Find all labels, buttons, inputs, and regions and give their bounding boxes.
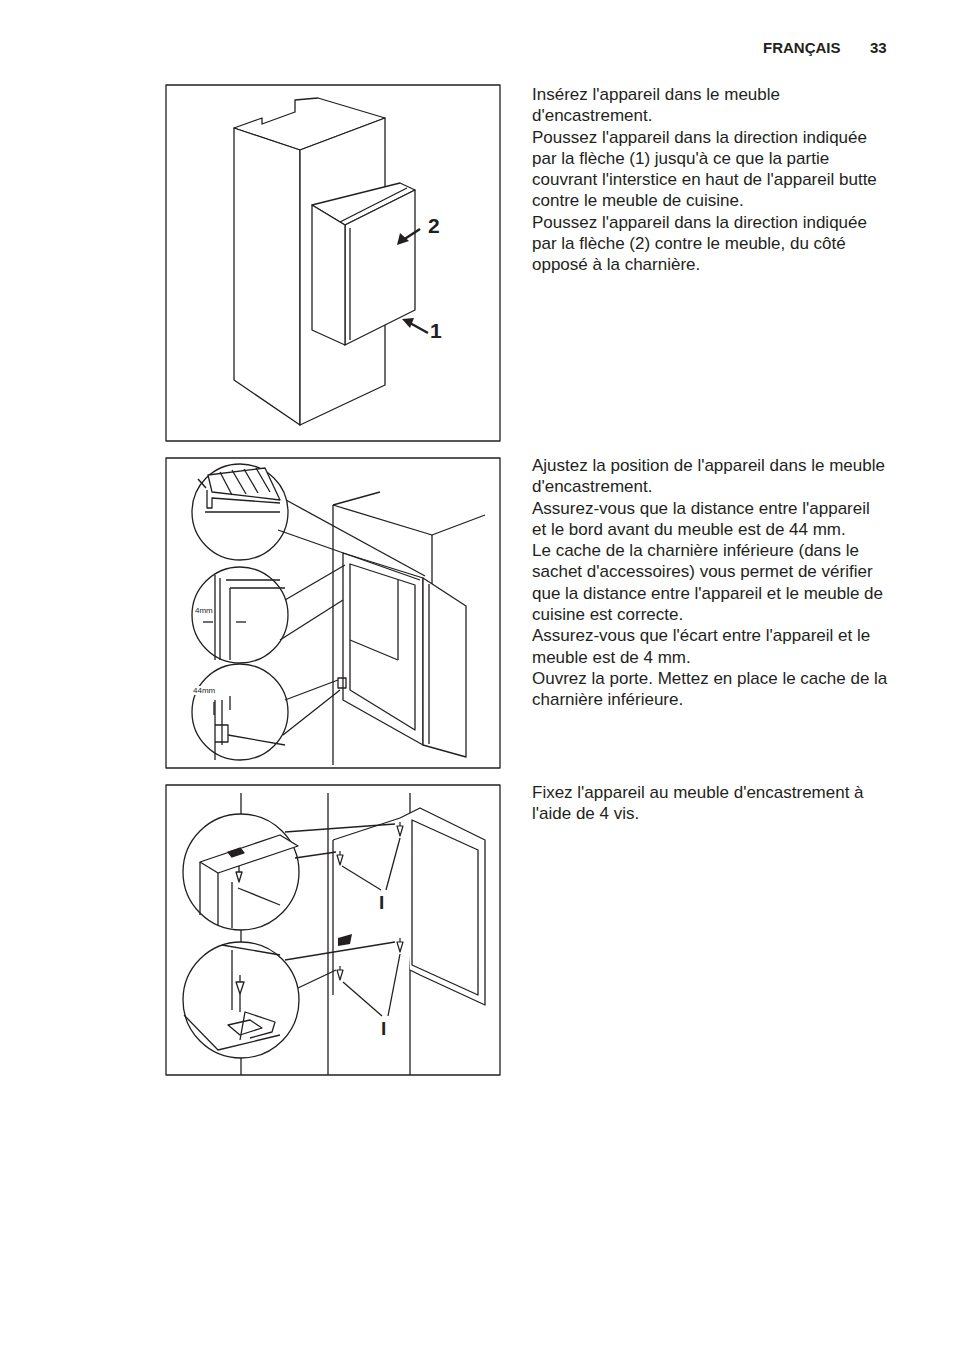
instruction-text: Poussez l'appareil dans la direction ind… (532, 212, 888, 276)
figure-frame (166, 785, 500, 1075)
instruction-text: Fixez l'appareil au meuble d'encastremen… (532, 782, 888, 825)
figure-frame (166, 85, 500, 441)
instruction-text: Assurez-vous que la distance entre l'app… (532, 498, 888, 541)
screw-callout: I (379, 1019, 388, 1039)
callout-number: 1 (429, 320, 443, 342)
language-header: FRANÇAIS (763, 39, 841, 56)
callout-number: 2 (427, 215, 441, 237)
instruction-text: Insérez l'appareil dans le meuble d'enca… (532, 84, 888, 127)
instruction-text: Assurez-vous que l'écart entre l'apparei… (532, 625, 888, 668)
page-number: 33 (870, 39, 887, 56)
instruction-block: Ajustez la position de l'appareil dans l… (532, 455, 888, 711)
instruction-text: Ouvrez la porte. Mettez en place le cach… (532, 668, 888, 711)
instruction-block: Insérez l'appareil dans le meuble d'enca… (532, 84, 888, 276)
instruction-block: Fixez l'appareil au meuble d'encastremen… (532, 782, 888, 825)
instruction-text: Le cache de la charnière inférieure (dan… (532, 540, 888, 625)
instruction-text: Poussez l'appareil dans la direction ind… (532, 127, 888, 212)
instruction-text: Ajustez la position de l'appareil dans l… (532, 455, 888, 498)
figure-frame (166, 458, 500, 768)
dimension-label: 44mm (193, 686, 215, 695)
screw-callout: I (377, 893, 386, 913)
dimension-label: 4mm (195, 606, 213, 615)
